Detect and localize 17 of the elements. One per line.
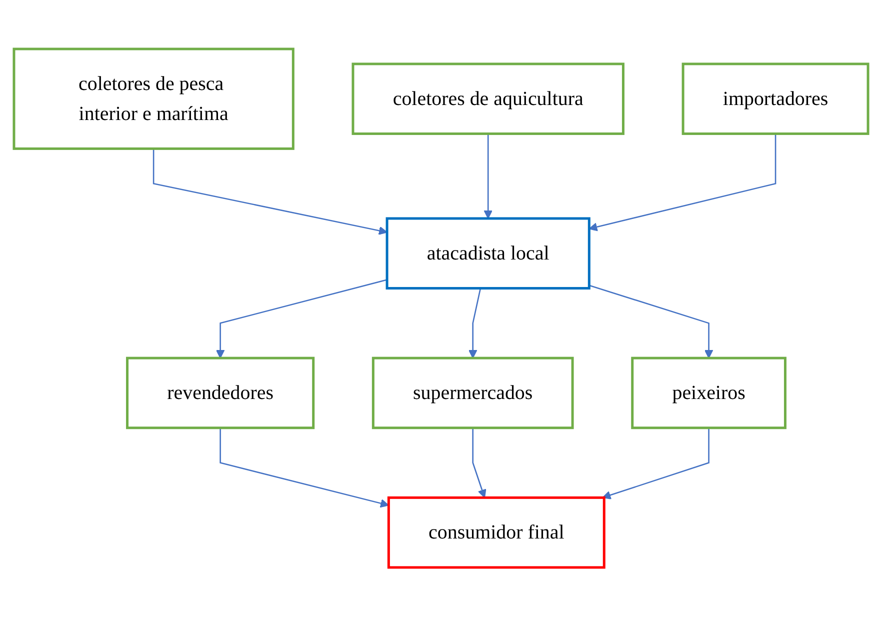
node-box: consumidor final [387, 496, 606, 569]
node-box: importadores [682, 62, 870, 136]
node-box: coletores de aquicultura [352, 62, 624, 136]
node-box: supermercados [372, 357, 574, 430]
node-box: atacadista local [386, 218, 590, 290]
arrow [602, 428, 710, 500]
node-box: revendedores [126, 357, 315, 430]
arrow [216, 279, 388, 359]
arrow [152, 148, 388, 236]
arrow [220, 428, 390, 508]
arrow [472, 428, 486, 498]
arrow [588, 285, 714, 359]
arrow [484, 134, 492, 220]
arrow [588, 134, 776, 232]
arrow [468, 288, 482, 359]
node-box: coletores de pesca interior e marítima [12, 48, 294, 150]
node-box: peixeiros [631, 357, 786, 430]
